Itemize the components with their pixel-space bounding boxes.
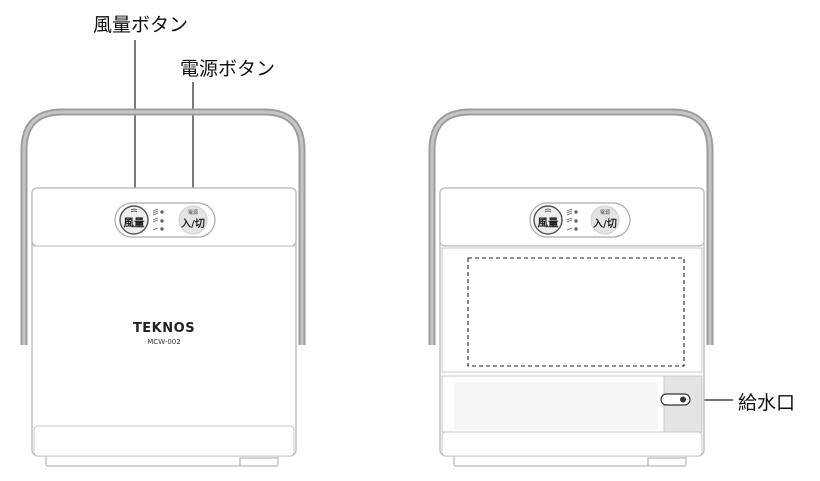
fan-level-indicator-icon: [152, 208, 164, 231]
filter-dashed-area: [467, 257, 685, 367]
power-button-label: 入/切: [593, 218, 617, 230]
fan-button-label: 風量: [124, 216, 145, 229]
fan-level-indicator-icon: [566, 208, 578, 231]
power-button-label: 入/切: [181, 218, 205, 230]
filter-panel: [441, 247, 703, 373]
water-inlet-callout: 給水口: [738, 392, 796, 414]
fan-speed-button-callout: 風量ボタン: [93, 14, 189, 36]
brand-logo: TEKNOS: [133, 321, 195, 336]
fan-speed-button[interactable]: [119, 205, 149, 235]
back-view-unit: [428, 108, 714, 467]
fan-speed-button[interactable]: [533, 205, 563, 235]
power-button-top-label: 電源: [600, 209, 610, 216]
power-button[interactable]: [178, 205, 208, 235]
power-button[interactable]: [590, 205, 620, 235]
model-number: MCW-002: [147, 338, 180, 346]
front-view-unit: [20, 108, 306, 467]
power-button-callout: 電源ボタン: [180, 58, 276, 80]
power-button-top-label: 電源: [188, 209, 198, 216]
fan-button-label: 風量: [538, 216, 559, 229]
fan-icon: [130, 208, 138, 213]
fan-icon: [544, 208, 552, 213]
